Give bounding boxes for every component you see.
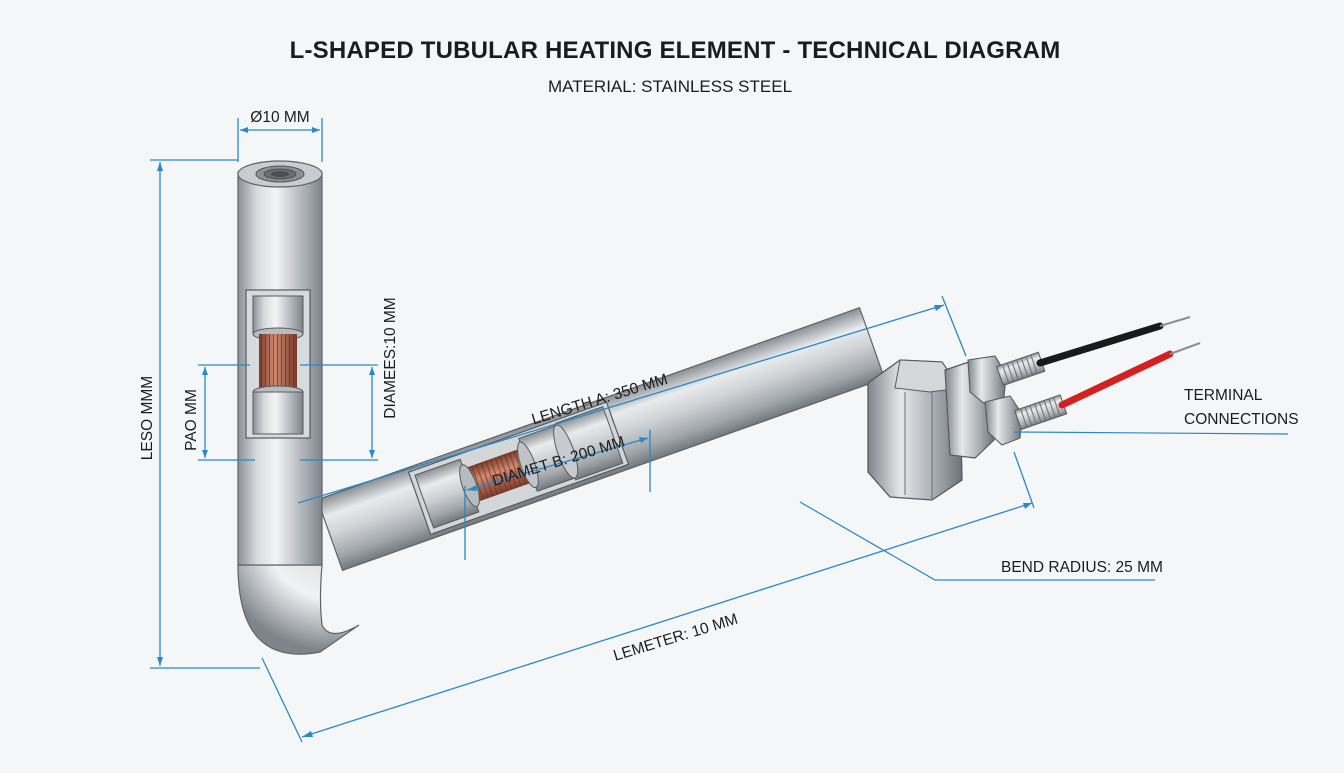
pao-label: PAO MM — [183, 389, 200, 451]
terminal-label-line2: CONNECTIONS — [1184, 411, 1299, 428]
heating-element — [237, 160, 1201, 655]
dimension-lines — [150, 118, 1289, 743]
vertical-cutaway — [245, 289, 311, 439]
leso-label: LESO MMM — [139, 376, 156, 460]
threaded-stud-upper — [996, 351, 1046, 387]
threaded-stud-lower — [1014, 394, 1068, 431]
lemeter-label: LEMETER: 10 MM — [611, 611, 740, 665]
horizontal-cutaway — [407, 401, 630, 536]
diagram-title: L-SHAPED TUBULAR HEATING ELEMENT - TECHN… — [290, 37, 1061, 64]
diagram-subtitle: MATERIAL: STAINLESS STEEL — [548, 77, 792, 96]
wire-red — [1058, 342, 1201, 409]
hex-fitting — [867, 355, 1023, 501]
diameter-top-label: Ø10 MM — [250, 109, 309, 126]
wire-black — [1036, 316, 1191, 367]
diamees-label: DIAMEES:10 MM — [382, 297, 399, 418]
bend-radius-label: BEND RADIUS: 25 MM — [1001, 559, 1163, 576]
terminal-label-line1: TERMINAL — [1184, 387, 1263, 404]
tube-bend — [237, 564, 360, 655]
